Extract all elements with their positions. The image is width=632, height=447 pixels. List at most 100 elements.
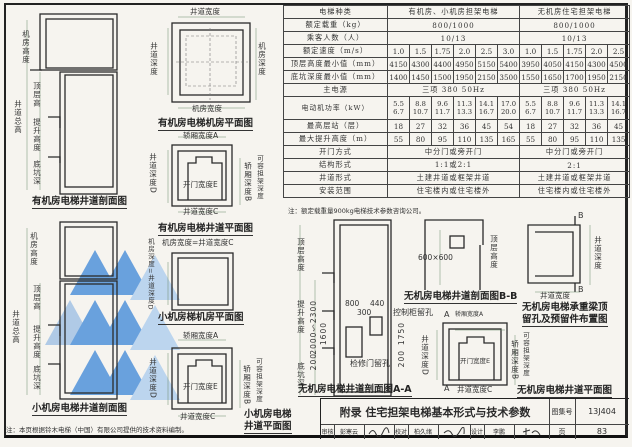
value-cell: 1.0 (387, 44, 410, 58)
value-cell: 11.3 13.3 (453, 96, 476, 120)
value-cell: 1650 (541, 70, 565, 84)
table-row: 安装范围住宅楼内或住宅楼外住宅楼内或住宅楼外 (283, 184, 631, 198)
reviewer-signature (364, 424, 395, 439)
label-room-width: 机房宽度 (192, 104, 222, 113)
value-cell: 三项 380 50Hz (386, 83, 521, 97)
row-label-cell: 电动机功率（kW） (283, 96, 388, 120)
row-label-cell: 井道形式 (283, 171, 388, 185)
value-cell: 32 (563, 119, 587, 133)
row-label-cell: 开门方式 (283, 145, 388, 159)
label-car-width: 轿厢宽度A (183, 131, 219, 140)
table-row: 开门方式中分门或旁开门中分门或旁开门 (283, 145, 631, 159)
value-cell: 27 (541, 119, 565, 133)
value-cell: 14.1 16.7 (475, 96, 498, 120)
designer-signature (514, 424, 550, 439)
page-label: 页 (549, 424, 576, 439)
value-cell: 55 (387, 132, 410, 146)
value-cell: 95 (431, 132, 454, 146)
section-mark-b-bottom: B (578, 285, 584, 294)
atlas-no-label: 图集号 (549, 399, 576, 424)
label-smr-car-width: 轿厢宽度A (183, 331, 219, 340)
label-smr-mr-height: 机房高度 (29, 232, 39, 266)
reviewer-name: 彭寒云 (334, 424, 365, 439)
dim-200-right: 200 (397, 350, 406, 368)
value-cell: 135 (475, 132, 498, 146)
dim-440: 440 (370, 299, 385, 308)
label-smr-total: 井道总高 (11, 310, 21, 344)
caption-mr-section: 有机房电梯井道剖面图 (32, 196, 128, 209)
label-aa-pit: 底坑深 (296, 362, 306, 388)
value-cell: 住宅楼内或住宅楼外 (519, 184, 631, 198)
value-cell: 36 (585, 119, 609, 133)
label-shaft-depth: 井道深度 (149, 42, 159, 76)
value-cell: 36 (453, 119, 476, 133)
value-cell: 4400 (431, 57, 454, 71)
label-smr-room-depth: 机房深度=井道深度D (146, 238, 155, 311)
section-mark-a-bottom: A (444, 384, 450, 393)
value-cell: 1.75 (563, 44, 587, 58)
label-total-height: 井道总高 (13, 100, 23, 134)
dim-800: 800 (345, 299, 360, 308)
value-cell: 2.0 (453, 44, 476, 58)
caption-smr-room-plan: 小机房梯机房平面图 (158, 312, 244, 325)
value-cell: 2.5 (475, 44, 498, 58)
label-access-hole: 检修门留孔 (350, 359, 390, 368)
row-label-cell: 乘客人数（人） (283, 31, 388, 45)
label-pit: 底坑深 (32, 160, 42, 186)
label-bb-top: 顶层高度 (489, 235, 499, 269)
label-smr-pit: 底坑深 (32, 365, 42, 391)
label-top-height: 顶层高 (32, 82, 42, 108)
value-cell: 1950 (453, 70, 476, 84)
value-cell: 54 (496, 119, 521, 133)
dim-1600: 1600 (319, 322, 328, 346)
title-block: 附录 住宅担架电梯基本形式与技术参数 图集号 13J404 审核 彭寒云 校对 … (320, 398, 629, 439)
label-car-depth: 轿厢深度B (243, 162, 253, 203)
row-label-cell: 额定载重（kg） (283, 18, 388, 32)
dim-1750: 1750 (397, 322, 406, 346)
label-shaft-width: 井道宽度 (190, 7, 220, 16)
value-cell: 110 (585, 132, 609, 146)
value-cell: 3.0 (496, 44, 521, 58)
label-aa-top: 顶层高度 (296, 238, 306, 272)
caption-smr-shaft-plan-1: 小机房电梯 (244, 409, 292, 420)
review-label: 审核 (321, 424, 335, 439)
label-beam-shaft-width: 井道宽度 (540, 291, 570, 300)
checker-signature (438, 424, 471, 439)
value-cell: 80 (541, 132, 565, 146)
value-cell: 3500 (496, 70, 521, 84)
label-room-depth: 机房深度 (257, 42, 267, 76)
page-number: 83 (596, 427, 608, 436)
header-label-cell: 电梯种类 (283, 5, 388, 19)
value-cell: 1450 (409, 70, 432, 84)
caption-beam-plan-2: 留孔及预留件布置图 (522, 314, 608, 327)
check-label: 校对 (394, 424, 409, 439)
caption-mr-shaft-plan: 有机房电梯井道平面图 (158, 223, 254, 236)
value-cell: 2150 (607, 70, 631, 84)
value-cell: 1550 (519, 70, 543, 84)
value-cell: 1.0 (519, 44, 543, 58)
value-cell: 800/1000 (386, 18, 521, 32)
value-cell: 4500 (607, 57, 631, 71)
value-cell: 165 (496, 132, 521, 146)
label-smr-door-width: 开门宽度E (183, 382, 218, 391)
value-cell: 27 (409, 119, 432, 133)
row-label-cell: 安装范围 (283, 184, 388, 198)
value-cell: 10/13 (519, 31, 631, 45)
value-cell: 1.5 (541, 44, 565, 58)
value-cell: 4150 (563, 57, 587, 71)
label-smr-room-width: 机房宽度=井道宽度C (162, 238, 234, 247)
value-cell: 10/13 (386, 31, 521, 45)
row-label-cell: 结构形式 (283, 158, 388, 172)
value-cell: 95 (563, 132, 587, 146)
